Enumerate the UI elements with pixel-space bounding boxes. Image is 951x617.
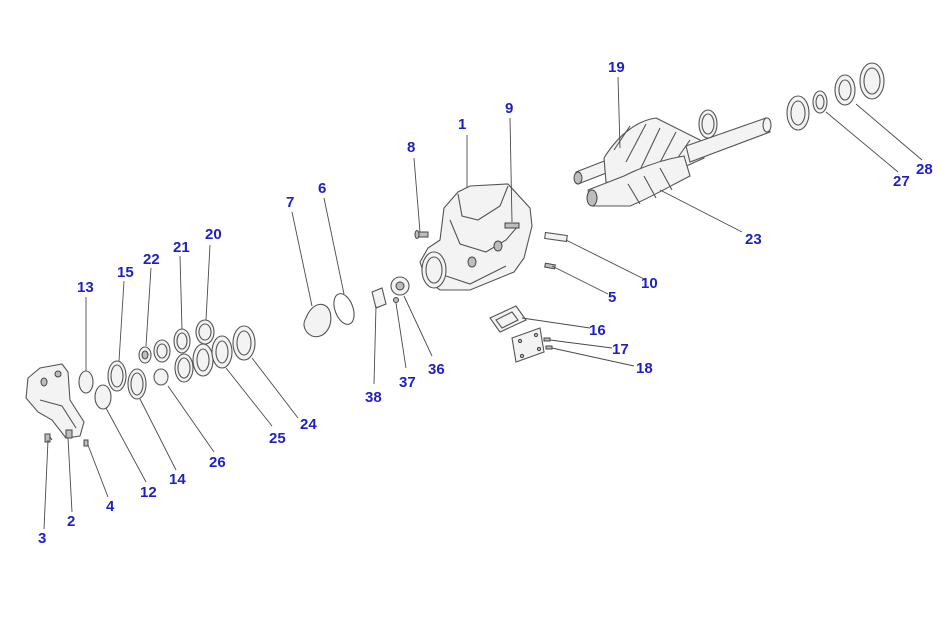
callout-9: 9 (505, 100, 513, 117)
callout-12: 12 (140, 484, 157, 501)
callout-25: 25 (269, 430, 286, 447)
callout-6: 6 (318, 180, 326, 197)
callout-26: 26 (209, 454, 226, 471)
callout-27: 27 (893, 173, 910, 190)
bolt-8 (414, 230, 429, 239)
callout-5: 5 (608, 289, 616, 306)
pin-10-and-screw-5 (544, 231, 568, 270)
callout-15: 15 (117, 264, 134, 281)
right-bearings (786, 62, 885, 131)
callout-21: 21 (173, 239, 190, 256)
callout-18: 18 (636, 360, 653, 377)
leader-lines (43, 76, 923, 530)
callout-13: 13 (77, 279, 94, 296)
callout-36: 36 (428, 361, 445, 378)
callout-20: 20 (205, 226, 222, 243)
callout-37: 37 (399, 374, 416, 391)
callout-7: 7 (286, 194, 294, 211)
bearing-stack (107, 319, 256, 400)
callout-4: 4 (106, 498, 115, 515)
cover-plate-and-oring (303, 293, 355, 338)
callout-8: 8 (407, 139, 415, 156)
screw-rotors (573, 109, 772, 207)
callout-1: 1 (458, 116, 466, 133)
callout-38: 38 (365, 389, 382, 406)
callout-22: 22 (143, 251, 160, 268)
callouts: 1 2 3 4 5 6 7 8 9 10 12 13 14 15 16 17 1… (38, 59, 933, 547)
callout-19: 19 (608, 59, 625, 76)
callout-2: 2 (67, 513, 75, 530)
callout-14: 14 (169, 471, 186, 488)
callout-16: 16 (589, 322, 606, 339)
callout-3: 3 (38, 530, 46, 547)
callout-28: 28 (916, 161, 933, 178)
plates (489, 305, 553, 363)
callout-24: 24 (300, 416, 317, 433)
callout-17: 17 (612, 341, 629, 358)
main-housing (419, 183, 533, 291)
piston-parts (371, 276, 410, 309)
callout-23: 23 (745, 231, 762, 248)
end-cover (25, 363, 85, 441)
seal-discs (78, 370, 112, 410)
callout-10: 10 (641, 275, 658, 292)
